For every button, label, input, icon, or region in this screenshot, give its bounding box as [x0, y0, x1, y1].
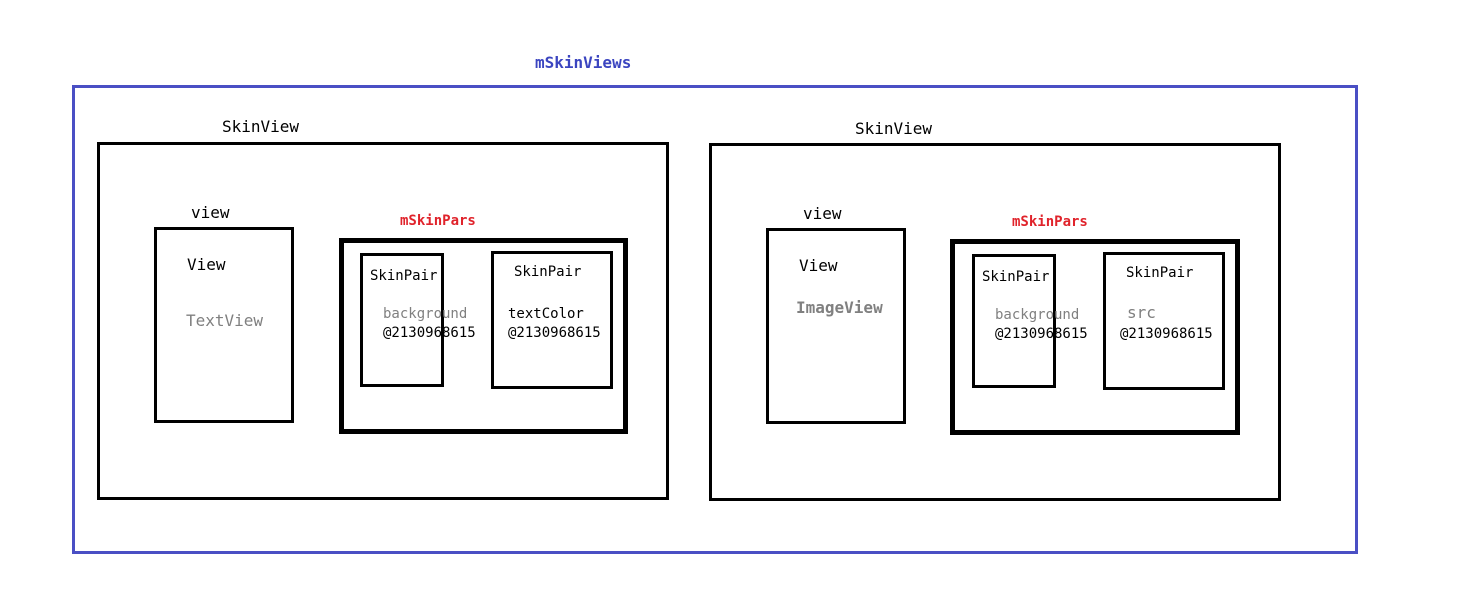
view-1-box [154, 227, 294, 423]
view-2-label: view [803, 204, 842, 223]
mskinviews-container [72, 85, 1358, 554]
skinpair-1b-id: @2130968615 [508, 325, 601, 341]
skinpair-1b-label: SkinPair [514, 264, 582, 280]
mskinpars-2-box [950, 239, 1240, 435]
view-1-type: View [187, 255, 226, 274]
mskinpars-2-label: mSkinPars [1012, 214, 1088, 230]
skinview-1-label: SkinView [222, 117, 300, 136]
view-1-subtype: TextView [186, 311, 264, 330]
skinview-1-box [97, 142, 669, 500]
skinpair-2a-box [972, 254, 1056, 388]
skinpair-2b-attr: src [1127, 303, 1156, 322]
mskinpars-1-label: mSkinPars [400, 213, 476, 229]
skinview-2-label: SkinView [855, 119, 933, 138]
skinpair-1b-attr: textColor [508, 306, 584, 322]
skinpair-2a-label: SkinPair [982, 269, 1050, 285]
skinpair-2b-label: SkinPair [1126, 265, 1194, 281]
mskinpars-1-box [339, 238, 628, 434]
view-1-label: view [191, 203, 230, 222]
view-2-subtype: ImageView [796, 298, 883, 317]
skinpair-1a-id: @2130968615 [383, 325, 476, 341]
view-2-box [766, 228, 906, 424]
skinpair-2a-attr: background [995, 307, 1080, 323]
skinpair-1a-label: SkinPair [370, 268, 438, 284]
skinpair-1b-box [491, 251, 613, 389]
skinpair-2b-id: @2130968615 [1120, 326, 1213, 342]
skinpair-1a-attr: background [383, 306, 468, 322]
skinpair-2b-box [1103, 252, 1225, 390]
skinpair-1a-box [360, 253, 444, 387]
skinview-2-box [709, 143, 1281, 501]
mskinviews-label: mSkinViews [535, 53, 632, 72]
skinpair-2a-id: @2130968615 [995, 326, 1088, 342]
view-2-type: View [799, 256, 838, 275]
